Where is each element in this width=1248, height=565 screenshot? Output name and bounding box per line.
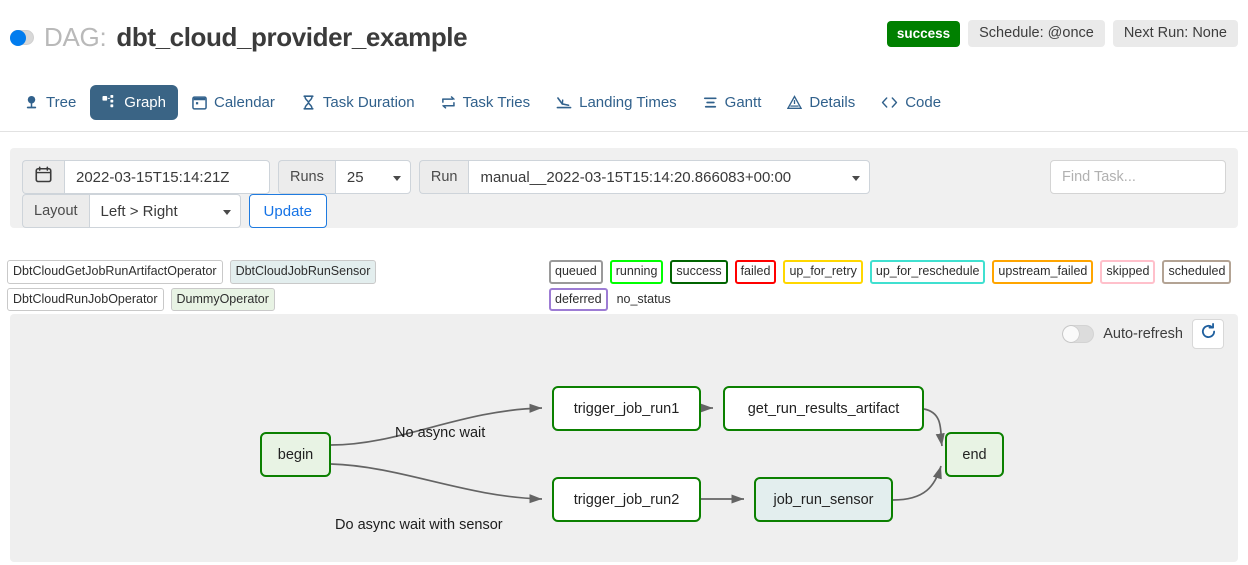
tab-graph[interactable]: Graph [90,85,178,120]
tab-task-duration-label: Task Duration [322,94,415,111]
dag-header: DAG: dbt_cloud_provider_example [10,22,468,53]
execution-date-input[interactable]: 2022-03-15T15:14:21Z [64,160,270,194]
legend-operator-chip[interactable]: DbtCloudGetJobRunArtifactOperator [7,260,223,284]
filter-row-primary: 2022-03-15T15:14:21Z Runs 25 Run manual_… [22,160,871,194]
gantt-icon [703,95,718,110]
refresh-icon [1200,323,1217,345]
graph-edge-label: Do async wait with sensor [335,517,503,533]
legend-state-chip[interactable]: queued [549,260,603,284]
tab-gantt[interactable]: Gantt [691,85,774,120]
legend-state-chip[interactable]: running [609,260,664,284]
layout-select[interactable]: Left > Right [88,194,241,228]
dag-pause-toggle[interactable] [10,30,34,46]
auto-refresh-label: Auto-refresh [1103,326,1183,342]
tab-tree[interactable]: Tree [12,85,88,120]
tab-calendar[interactable]: Calendar [180,85,287,120]
nav-tabs: Tree Graph Calendar Task Duration Task T [12,85,953,120]
graph-node[interactable]: get_run_results_artifact [723,386,924,431]
tab-landing-times-label: Landing Times [579,94,677,111]
hourglass-icon [301,95,316,110]
tab-code[interactable]: Code [869,85,953,120]
layout-label: Layout [22,194,89,228]
status-badge: success [886,20,961,47]
chevron-down-icon [222,209,231,215]
tab-task-tries[interactable]: Task Tries [429,85,543,120]
tab-details-label: Details [809,94,856,111]
run-select-value: manual__2022-03-15T15:14:20.866083+00:00 [480,168,792,186]
graph-node[interactable]: begin [260,432,331,477]
tab-gantt-label: Gantt [724,94,762,111]
warning-triangle-icon [787,95,803,110]
run-label: Run [418,160,469,194]
legend-operator-chip[interactable]: DbtCloudJobRunSensor [229,260,377,284]
graph-node[interactable]: trigger_job_run2 [552,477,701,522]
tab-task-tries-label: Task Tries [462,94,531,111]
calendar-icon [192,95,207,110]
refresh-button[interactable] [1192,319,1224,349]
legend-state-chip[interactable]: up_for_reschedule [869,260,986,284]
legend-operator-chip[interactable]: DbtCloudRunJobOperator [7,287,164,311]
refresh-bar: Auto-refresh [1062,319,1224,349]
legend-state-chip[interactable]: deferred [549,287,608,311]
dag-graph-canvas[interactable]: Auto-refresh begin trigger_job_run1 get_ru… [10,314,1238,562]
legend-state-chip[interactable]: up_for_retry [783,260,863,284]
graph-node[interactable]: job_run_sensor [754,477,893,522]
legend-state-chip[interactable]: success [670,260,728,284]
view-navbar: Tree Graph Calendar Task Duration Task T [0,80,1248,203]
tree-icon [24,95,39,110]
run-group: Run manual__2022-03-15T15:14:20.866083+0… [418,160,871,194]
tab-landing-times[interactable]: Landing Times [544,85,689,120]
filter-row-secondary: Layout Left > Right Update [22,194,327,228]
legend-state-chip[interactable]: upstream_failed [992,260,1094,284]
legend-state-chip[interactable]: failed [734,260,777,284]
execution-date-group: 2022-03-15T15:14:21Z [22,160,270,194]
tab-tree-label: Tree [46,94,77,111]
auto-refresh-toggle[interactable] [1062,325,1095,343]
legend-state-chip[interactable]: skipped [1100,260,1156,284]
date-picker-button[interactable] [22,160,64,194]
page-title: dbt_cloud_provider_example [116,22,468,52]
runs-select[interactable]: 25 [334,160,411,194]
runs-select-value: 25 [346,168,364,186]
calendar-icon [35,166,52,188]
code-icon [881,95,898,110]
tab-code-label: Code [905,94,942,111]
layout-select-value: Left > Right [100,202,178,220]
run-select[interactable]: manual__2022-03-15T15:14:20.866083+00:00 [468,160,871,194]
legend-operator-chip[interactable]: DummyOperator [170,287,275,311]
chevron-down-icon [852,175,861,181]
tab-details[interactable]: Details [775,85,867,120]
update-button[interactable]: Update [248,194,327,228]
graph-edges [330,403,945,504]
legend-state-chip[interactable]: no_status [616,291,671,306]
header-badges: success Schedule: @once Next Run: None [886,20,1238,47]
legend-state-chip[interactable]: scheduled [1162,260,1232,284]
runs-group: Runs 25 [278,160,411,194]
schedule-badge[interactable]: Schedule: @once [968,20,1105,47]
layout-group: Layout Left > Right [22,194,241,228]
graph-edge-label: No async wait [395,425,486,441]
landing-icon [556,95,572,110]
runs-label: Runs [278,160,335,194]
filter-panel: 2022-03-15T15:14:21Z Runs 25 Run manual_… [10,148,1238,228]
graph-node[interactable]: trigger_job_run1 [552,386,701,431]
dag-prefix-label: DAG: [44,22,107,52]
chevron-down-icon [392,175,401,181]
find-task-input[interactable]: Find Task... [1050,160,1226,194]
tab-graph-label: Graph [124,94,166,111]
graph-node[interactable]: end [945,432,1004,477]
tab-calendar-label: Calendar [214,94,275,111]
tab-task-duration[interactable]: Task Duration [289,85,427,120]
graph-icon [102,95,117,110]
next-run-badge[interactable]: Next Run: None [1112,20,1238,47]
retry-icon [441,95,456,110]
